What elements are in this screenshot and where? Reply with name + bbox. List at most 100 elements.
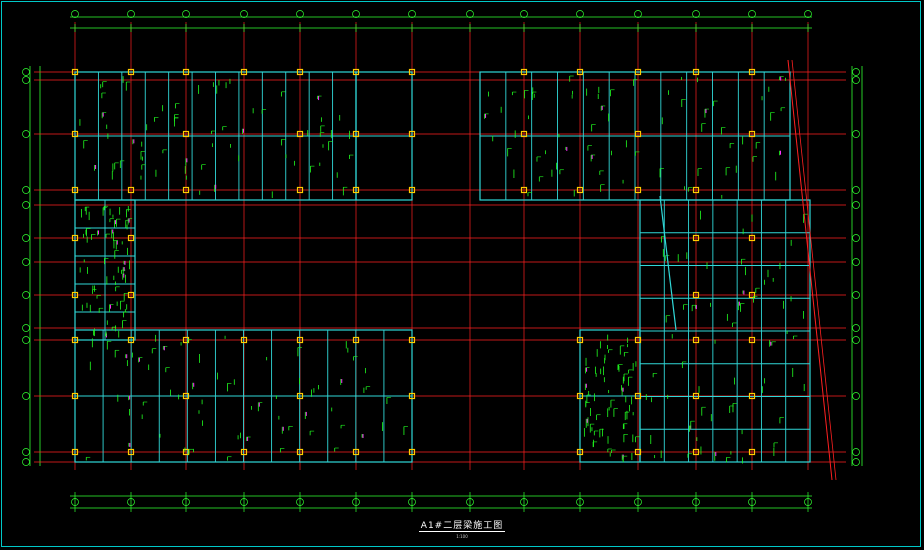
column bbox=[71, 234, 79, 242]
axis-bubble bbox=[127, 10, 135, 18]
column bbox=[634, 186, 642, 194]
axis-bubble bbox=[22, 130, 30, 138]
column bbox=[576, 186, 584, 194]
axis-bubble bbox=[852, 201, 860, 209]
axis-bubble bbox=[22, 324, 30, 332]
column bbox=[352, 68, 360, 76]
column bbox=[182, 186, 190, 194]
slanted-edge-line bbox=[791, 59, 837, 481]
axis-bubble bbox=[466, 10, 474, 18]
column bbox=[127, 448, 135, 456]
column bbox=[182, 68, 190, 76]
column bbox=[576, 68, 584, 76]
column bbox=[296, 130, 304, 138]
column bbox=[520, 186, 528, 194]
column bbox=[748, 448, 756, 456]
axis-bubble bbox=[852, 76, 860, 84]
axis-bubble bbox=[22, 392, 30, 400]
column bbox=[692, 336, 700, 344]
column bbox=[748, 68, 756, 76]
axis-bubble bbox=[852, 291, 860, 299]
column bbox=[520, 130, 528, 138]
column bbox=[748, 336, 756, 344]
axis-bubble bbox=[634, 10, 642, 18]
axis-bubble bbox=[22, 186, 30, 194]
column bbox=[71, 336, 79, 344]
column bbox=[182, 448, 190, 456]
column bbox=[352, 336, 360, 344]
column bbox=[296, 68, 304, 76]
column bbox=[634, 336, 642, 344]
column bbox=[240, 448, 248, 456]
column bbox=[520, 68, 528, 76]
axis-bubble bbox=[296, 10, 304, 18]
axis-bubble bbox=[520, 10, 528, 18]
column bbox=[71, 291, 79, 299]
column bbox=[408, 392, 416, 400]
drawing-title: A1#二层梁施工图 bbox=[418, 521, 506, 532]
column bbox=[71, 186, 79, 194]
column bbox=[576, 336, 584, 344]
axis-bubble bbox=[71, 10, 79, 18]
axis-bubble bbox=[692, 10, 700, 18]
column bbox=[182, 336, 190, 344]
column bbox=[408, 130, 416, 138]
column bbox=[408, 336, 416, 344]
column bbox=[71, 130, 79, 138]
drawing-scale: 1:100 bbox=[456, 534, 468, 539]
column bbox=[127, 68, 135, 76]
axis-bubble bbox=[852, 186, 860, 194]
column bbox=[352, 448, 360, 456]
column bbox=[748, 291, 756, 299]
column bbox=[182, 392, 190, 400]
axis-bubble bbox=[408, 10, 416, 18]
column bbox=[240, 336, 248, 344]
column bbox=[296, 448, 304, 456]
column bbox=[692, 392, 700, 400]
axis-bubble bbox=[352, 10, 360, 18]
column bbox=[748, 392, 756, 400]
column bbox=[71, 392, 79, 400]
column bbox=[692, 291, 700, 299]
axis-bubble bbox=[240, 10, 248, 18]
column bbox=[182, 130, 190, 138]
axis-bubble bbox=[852, 324, 860, 332]
column bbox=[71, 448, 79, 456]
column bbox=[692, 448, 700, 456]
axis-bubble bbox=[852, 68, 860, 76]
column bbox=[296, 336, 304, 344]
column bbox=[748, 234, 756, 242]
column bbox=[692, 234, 700, 242]
column bbox=[576, 448, 584, 456]
axis-bubble bbox=[748, 10, 756, 18]
column bbox=[127, 336, 135, 344]
axis-bubble bbox=[576, 10, 584, 18]
column bbox=[127, 186, 135, 194]
axis-bubble bbox=[22, 291, 30, 299]
column bbox=[748, 130, 756, 138]
axis-bubble bbox=[852, 458, 860, 466]
axis-bubble bbox=[22, 336, 30, 344]
column bbox=[71, 68, 79, 76]
column bbox=[692, 186, 700, 194]
column bbox=[634, 448, 642, 456]
axis-bubble bbox=[852, 258, 860, 266]
column bbox=[127, 234, 135, 242]
axis-bubble bbox=[22, 448, 30, 456]
axis-bubble bbox=[852, 130, 860, 138]
axis-bubble bbox=[852, 392, 860, 400]
axis-bubble bbox=[182, 10, 190, 18]
axis-bubble bbox=[852, 448, 860, 456]
axis-bubble bbox=[22, 458, 30, 466]
axis-bubble bbox=[804, 10, 812, 18]
column bbox=[634, 68, 642, 76]
column bbox=[576, 392, 584, 400]
column bbox=[352, 186, 360, 194]
axis-bubble bbox=[22, 68, 30, 76]
axis-bubble bbox=[22, 234, 30, 242]
column bbox=[240, 68, 248, 76]
axis-bubble bbox=[852, 336, 860, 344]
axis-bubble bbox=[22, 76, 30, 84]
